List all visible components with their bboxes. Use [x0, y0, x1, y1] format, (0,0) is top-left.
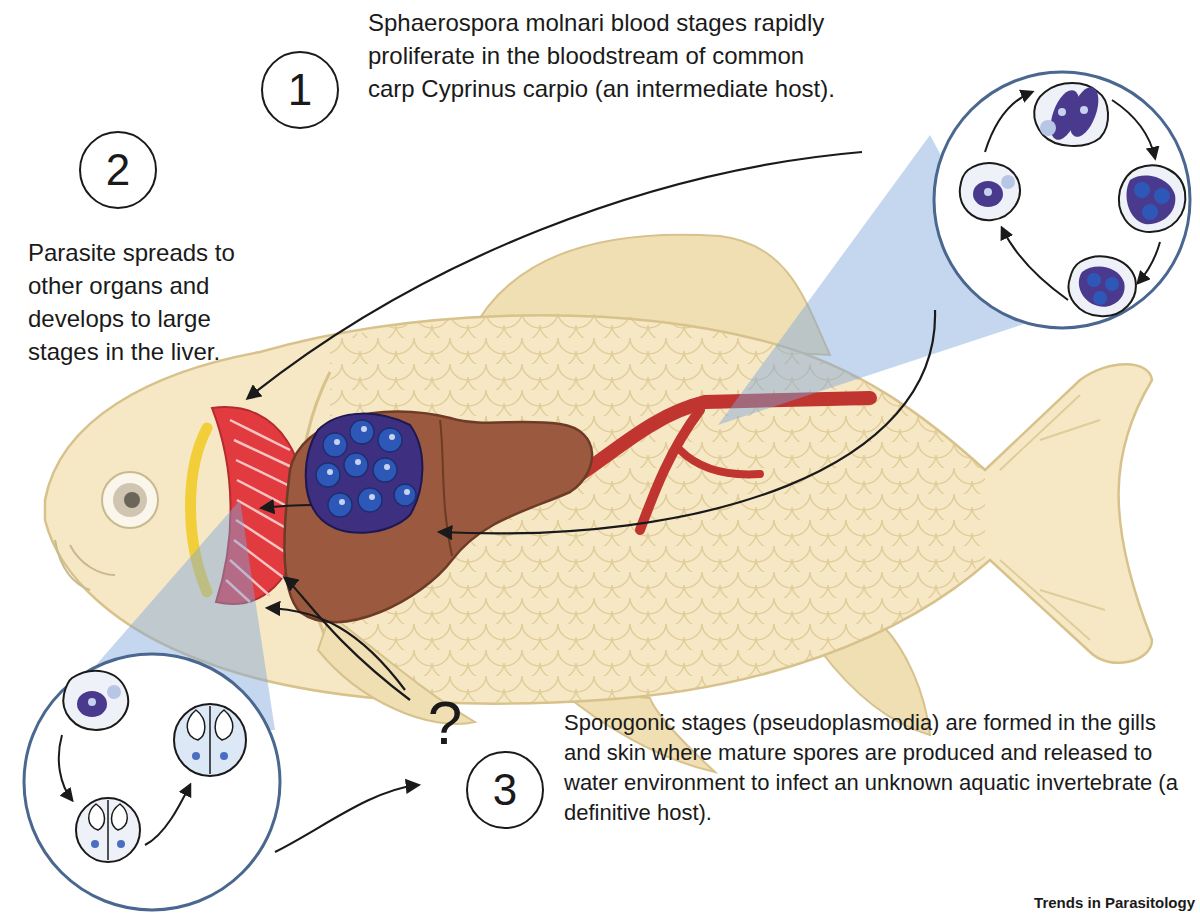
question-mark: ?	[420, 690, 470, 756]
liver	[284, 411, 592, 622]
callout-number: 2	[106, 148, 130, 192]
callout-text: Sporogonic stages (pseudoplasmodia) are …	[564, 708, 1194, 828]
callout-circle: 1	[261, 51, 339, 129]
callout-circle: 3	[466, 751, 544, 829]
blood-stage-cycle	[934, 72, 1190, 328]
callout-circle: 2	[79, 131, 157, 209]
callout-number: 1	[288, 68, 312, 112]
watermark: Trends in Parasitology	[950, 893, 1195, 913]
callout-text: Sphaerospora molnari blood stages rapidl…	[368, 6, 838, 105]
sporogonic-cycle	[24, 654, 280, 910]
callout-number: 3	[493, 768, 517, 812]
callout-text: Parasite spreads to other organs and dev…	[28, 236, 273, 368]
